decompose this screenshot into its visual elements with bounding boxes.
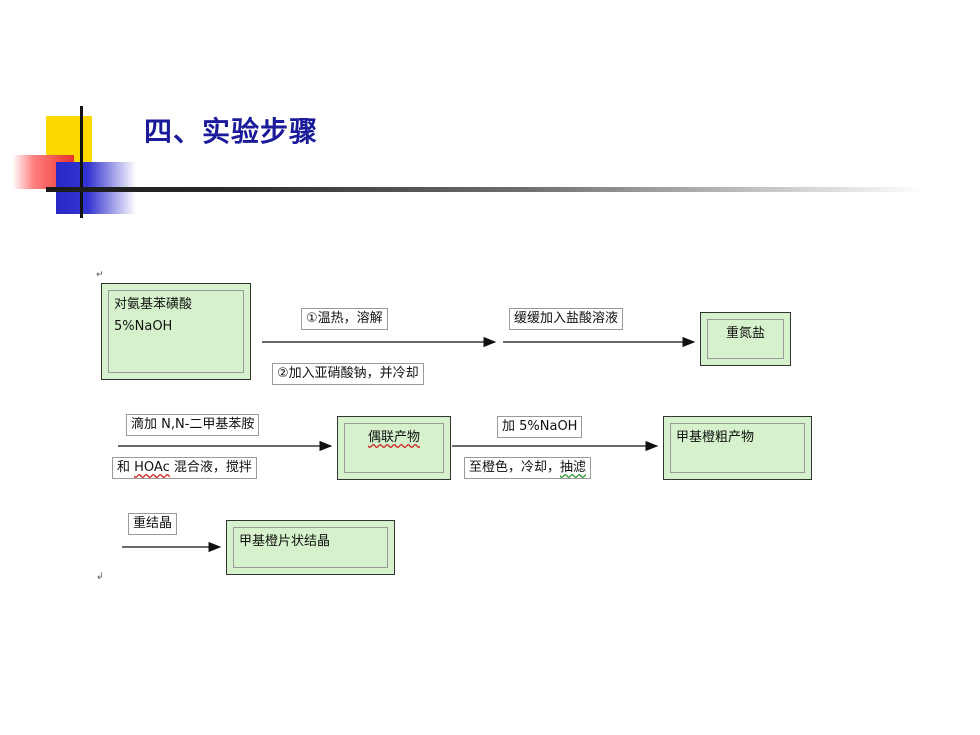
node-azo: 偶联产物: [337, 416, 451, 480]
node-reactant-inner: 对氨基苯磺酸 5%NaOH: [108, 290, 244, 373]
step3-bottom-label: 和 HOAc 混合液，搅拌: [112, 457, 257, 479]
node-crude-product-label: 甲基橙粗产物: [676, 430, 755, 445]
step5-top-label: 重结晶: [128, 513, 178, 535]
step4-bottom-prefix: 至橙色，冷却，: [469, 460, 561, 475]
slide-title: 四、实验步骤: [144, 115, 319, 148]
node-diazonium-label: 重氮盐: [725, 326, 765, 341]
step4-bottom-label: 至橙色，冷却，抽滤: [464, 457, 592, 479]
step3-bottom-suffix: 混合液，搅拌: [169, 460, 252, 475]
node-diazonium: 重氮盐: [700, 312, 791, 366]
step2-top-label: 缓缓加入盐酸溶液: [509, 308, 624, 330]
node-reactant-line2: 5%NaOH: [114, 319, 173, 334]
node-reactant: 对氨基苯磺酸 5%NaOH: [101, 283, 251, 380]
step4-bottom-suffix: 抽滤: [560, 460, 587, 475]
end-paragraph-mark: ↲: [96, 572, 104, 582]
node-azo-inner: 偶联产物: [344, 423, 444, 473]
node-final-product-label: 甲基橙片状结晶: [239, 534, 331, 549]
node-final-product-inner: 甲基橙片状结晶: [233, 527, 388, 568]
node-crude-product-inner: 甲基橙粗产物: [670, 423, 805, 473]
node-crude-product: 甲基橙粗产物: [663, 416, 812, 480]
ornament-vertical-line: [80, 106, 83, 218]
step3-bottom-hoac: HOAc: [134, 460, 170, 475]
node-azo-label: 偶联产物: [367, 430, 420, 445]
node-final-product: 甲基橙片状结晶: [226, 520, 395, 575]
step1-bottom-label: ②加入亚硝酸钠，并冷却: [272, 363, 424, 385]
node-reactant-line1: 对氨基苯磺酸: [114, 297, 193, 312]
step3-top-label: 滴加 N,N-二甲基苯胺: [126, 414, 260, 436]
step1-top-label: ①温热，溶解: [301, 308, 388, 330]
paragraph-mark: ↵: [96, 270, 104, 280]
ornament-yellow-square: [46, 116, 92, 162]
node-diazonium-inner: 重氮盐: [707, 319, 784, 359]
step3-bottom-prefix: 和: [117, 460, 135, 475]
title-underline: [46, 187, 926, 192]
step4-top-label: 加 5%NaOH: [497, 416, 583, 438]
